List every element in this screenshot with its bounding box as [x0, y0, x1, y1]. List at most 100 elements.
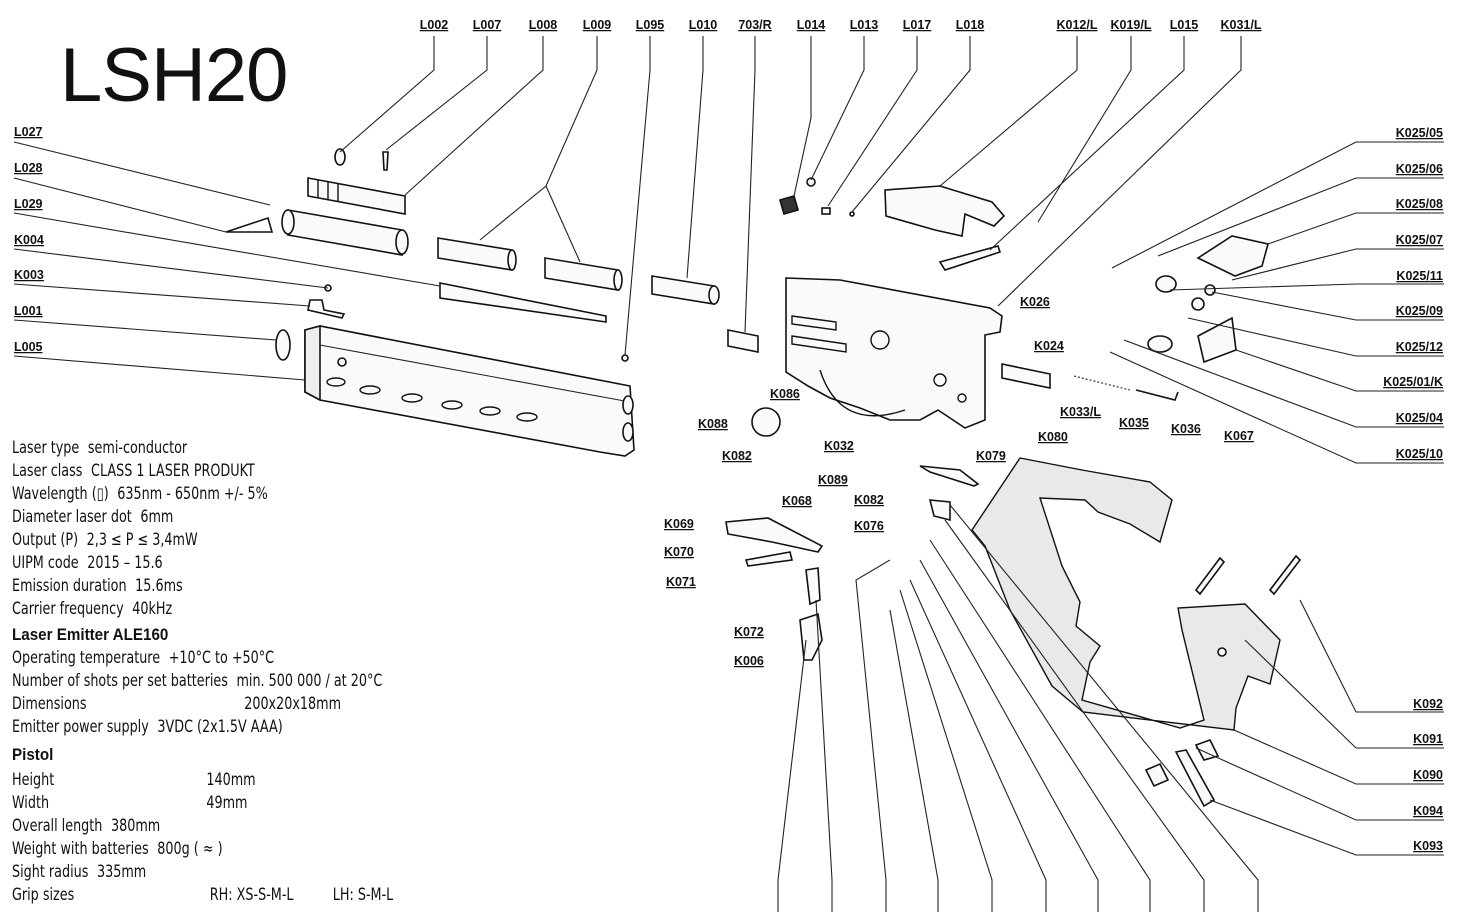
spec-row: Diameter laser dot 6mm	[12, 505, 268, 528]
part-label: K032	[824, 439, 854, 453]
spec-value: 2,3 ≤ P ≤ 3,4mW	[86, 530, 198, 549]
battery-part	[437, 237, 623, 291]
emitter-specs: Operating temperature +10°C to +50°C Numbe…	[12, 646, 382, 738]
spec-key: Overall length	[12, 816, 103, 835]
spec-value: RH: XS-S-M-L	[209, 885, 294, 904]
part-label: K004	[14, 233, 44, 247]
spec-key: Number of shots per set batteries	[12, 671, 228, 690]
spec-key: Laser class	[12, 461, 83, 480]
part-label: K086	[770, 387, 800, 401]
part-label: K070	[664, 545, 694, 559]
spec-value: 140mm	[206, 770, 256, 789]
part-label: K092	[1413, 697, 1443, 711]
spec-value: 380mm	[110, 816, 161, 835]
spec-row: Operating temperature +10°C to +50°C	[12, 646, 382, 669]
spec-key: Weight with batteries	[12, 839, 149, 858]
part-label: L005	[14, 340, 43, 354]
spec-value: CLASS 1 LASER PRODUKT	[91, 461, 255, 480]
part-label: K089	[818, 473, 848, 487]
spec-row: Emitter power supply 3VDC (2x1.5V AAA)	[12, 715, 382, 738]
part-label: K025/10	[1396, 447, 1443, 461]
spec-key: Emission duration	[12, 576, 127, 595]
part-label: L015	[1170, 18, 1199, 32]
grip-part	[971, 457, 1281, 731]
part-label: K025/11	[1396, 269, 1443, 283]
spec-key: Sight radius	[12, 862, 89, 881]
spec-row: Emission duration 15.6ms	[12, 574, 268, 597]
spec-row: Height 140mm	[12, 768, 256, 791]
spec-key: Output (P)	[12, 530, 79, 549]
spec-value: 2015 – 15.6	[87, 553, 163, 572]
part-label: L028	[14, 161, 43, 175]
emitter-heading: Laser Emitter ALE160	[12, 626, 169, 644]
spec-key: Diameter laser dot	[12, 507, 132, 526]
spec-value: 800g ( ≈ )	[157, 839, 223, 858]
diagram-title: LSH20	[60, 33, 288, 118]
spec-key: Width	[12, 793, 50, 812]
part-label: K025/09	[1396, 304, 1443, 318]
part-label: K036	[1171, 422, 1201, 436]
part-label: L018	[956, 18, 985, 32]
part-label: K035	[1119, 416, 1149, 430]
part-label: K006	[734, 654, 764, 668]
part-label: K079	[976, 449, 1006, 463]
part-label: K025/04	[1396, 411, 1443, 425]
spec-row: Output (P) 2,3 ≤ P ≤ 3,4mW	[12, 528, 268, 551]
part-label: 703/R	[738, 18, 771, 32]
part-label: K025/05	[1396, 126, 1443, 140]
part-label: L029	[14, 197, 43, 211]
part-label: K091	[1413, 732, 1443, 746]
part-label: K094	[1413, 804, 1443, 818]
spec-key: Height	[12, 770, 55, 789]
part-label: L014	[797, 18, 826, 32]
part-label: K082	[722, 449, 752, 463]
part-label: L001	[14, 304, 43, 318]
forend-part	[304, 324, 635, 457]
part-label: L002	[420, 18, 449, 32]
part-label: K072	[734, 625, 764, 639]
part-label: K012/L	[1057, 18, 1098, 32]
part-label: K025/07	[1396, 233, 1443, 247]
part-label: K082	[854, 493, 884, 507]
parts-group	[225, 148, 1302, 808]
spec-row: Wavelength (▯)635nm - 650nm +/- 5%	[12, 482, 268, 505]
spec-value-secondary: LH: S-M-L	[332, 885, 394, 904]
cylinder-part	[651, 275, 720, 305]
plug-part	[307, 177, 406, 215]
part-label: K003	[14, 268, 44, 282]
spec-value: 49mm	[206, 793, 248, 812]
part-label: K080	[1038, 430, 1068, 444]
part-label: K088	[698, 417, 728, 431]
part-label: K071	[666, 575, 696, 589]
spec-key: Grip sizes	[12, 885, 75, 904]
spec-row: Width 49mm	[12, 791, 247, 814]
spec-row: Overall length 380mm	[12, 814, 223, 837]
part-label: K019/L	[1111, 18, 1152, 32]
spec-value: 3VDC (2x1.5V AAA)	[157, 717, 283, 736]
spec-value: 335mm	[96, 862, 147, 881]
part-label: L008	[529, 18, 558, 32]
spec-row: Grip sizes RH: XS-S-M-L LH: S-M-L	[12, 883, 393, 906]
spec-key: Emitter power supply	[12, 717, 149, 736]
spec-value: 6mm	[140, 507, 174, 526]
spec-value: min. 500 000 / at 20°C	[236, 671, 383, 690]
part-label: L017	[903, 18, 932, 32]
part-label: K025/06	[1396, 162, 1443, 176]
pistol-heading: Pistol	[12, 746, 54, 764]
spec-key: Carrier frequency	[12, 599, 124, 618]
part-label: L027	[14, 125, 43, 139]
part-label: K093	[1413, 839, 1443, 853]
part-label: L013	[850, 18, 879, 32]
part-label: K069	[664, 517, 694, 531]
spec-value: 15.6ms	[135, 576, 183, 595]
spec-value: +10°C to +50°C	[168, 648, 275, 667]
spec-key: UIPM code	[12, 553, 79, 572]
part-label: L095	[636, 18, 665, 32]
spec-key: Operating temperature	[12, 648, 161, 667]
ring-part	[275, 329, 291, 361]
spec-key: Laser type	[12, 438, 80, 457]
